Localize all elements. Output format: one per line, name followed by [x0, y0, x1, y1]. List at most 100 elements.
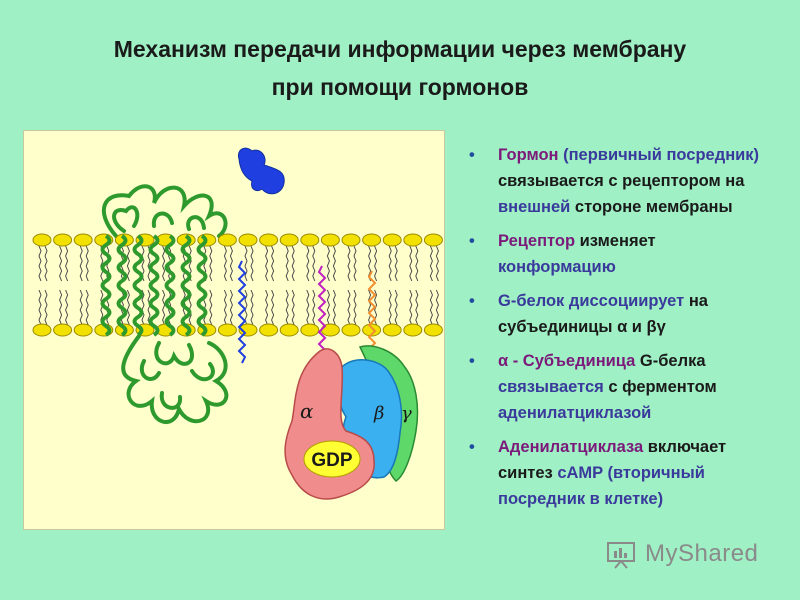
lipid-tail: [333, 290, 335, 325]
lipid-tail: [333, 246, 335, 281]
lipid-tail: [416, 290, 418, 325]
lipid-tail: [230, 246, 232, 281]
lipid-tail: [436, 290, 438, 325]
bullet-text-segment: Гормон: [498, 146, 563, 164]
lipid-head: [218, 234, 236, 246]
lipid-head: [260, 324, 278, 336]
lipid-head: [424, 324, 442, 336]
bullet-text-segment: с ферментом: [604, 378, 717, 396]
lipid-tail: [369, 290, 371, 325]
lipid-tail: [45, 290, 47, 325]
lipid-tail: [395, 246, 397, 281]
lipid-tail: [251, 246, 253, 281]
lipid-tail: [272, 246, 274, 281]
lipid-tail: [348, 246, 350, 281]
lipid-head: [33, 234, 51, 246]
anchor-blue: [239, 261, 245, 363]
lipid-tail: [307, 290, 309, 325]
lipid-head: [301, 234, 319, 246]
lipid-tail: [266, 290, 268, 325]
gamma-label: γ: [401, 403, 412, 424]
lipid-tail: [66, 246, 68, 281]
bullet-text-segment: Рецептор: [498, 232, 575, 250]
lipid-tail: [313, 290, 315, 325]
lipid-head: [239, 234, 257, 246]
lipid-tail: [389, 246, 391, 281]
lipid-head: [404, 324, 422, 336]
lipid-tail: [307, 246, 309, 281]
lipid-tail: [327, 246, 329, 281]
lipid-tail: [327, 290, 329, 325]
lipid-heads: [33, 234, 442, 336]
bullet-text-segment: внешней: [498, 198, 570, 216]
explanation-list: Гормон (первичный посредник) связывается…: [466, 142, 776, 520]
lipid-tail: [224, 290, 226, 325]
lipid-tail: [375, 246, 377, 281]
lipid-tail: [286, 290, 288, 325]
lipid-head: [383, 324, 401, 336]
lipid-tail: [410, 290, 412, 325]
bullet-text-segment: связывается: [498, 378, 604, 396]
lipid-head: [301, 324, 319, 336]
bullet-text-segment: (первичный посредник): [563, 146, 759, 164]
lipid-tail: [354, 290, 356, 325]
watermark: MyShared: [605, 536, 758, 572]
bullet-receptor-conformation: Рецептор изменяет конформацию: [466, 228, 776, 280]
lipid-head: [342, 324, 360, 336]
lipid-tail: [80, 290, 82, 325]
receptor-helix: [183, 236, 190, 335]
bullet-alpha-subunit-binding: α - Субъединица G-белка связывается с фе…: [466, 348, 776, 426]
bullet-g-protein-dissociation: G-белок диссоциирует на субъединицы α и …: [466, 288, 776, 340]
lipid-head: [54, 324, 72, 336]
hormone-molecule: [238, 148, 284, 194]
lipid-head: [424, 234, 442, 246]
lipid-head: [260, 234, 278, 246]
lipid-tail: [272, 290, 274, 325]
bullet-text-segment: стороне мембраны: [570, 198, 732, 216]
lipid-tail: [292, 246, 294, 281]
lipid-tail: [86, 246, 88, 281]
lipid-head: [74, 324, 92, 336]
bullet-hormone-binding: Гормон (первичный посредник) связывается…: [466, 142, 776, 220]
lipid-tail: [127, 290, 129, 325]
lipid-tail: [210, 246, 212, 281]
bullet-text-segment: G-белок диссоциирует: [498, 292, 684, 310]
lipid-tail: [292, 290, 294, 325]
lipid-head: [280, 324, 298, 336]
lipid-tail: [39, 290, 41, 325]
beta-label: β: [373, 403, 384, 424]
lipid-tail: [430, 246, 432, 281]
lipid-tail: [266, 246, 268, 281]
lipid-tail: [313, 246, 315, 281]
watermark-text: MyShared: [645, 540, 758, 568]
lipid-tail: [251, 290, 253, 325]
bullet-text-segment: α - Субъединица: [498, 352, 635, 370]
lipid-tail: [163, 246, 165, 281]
lipid-tail: [86, 290, 88, 325]
membrane-diagram: α β γ GDP: [23, 130, 445, 530]
lipid-head: [321, 234, 339, 246]
lipid-head: [74, 234, 92, 246]
lipid-tail: [245, 290, 247, 325]
slide-title: Механизм передачи информации через мембр…: [0, 30, 800, 106]
lipid-tail: [163, 290, 165, 325]
lipid-tail: [45, 246, 47, 281]
lipid-tail: [60, 290, 62, 325]
membrane-svg: α β γ GDP: [24, 131, 444, 529]
lipid-head: [218, 324, 236, 336]
lipid-tail: [224, 246, 226, 281]
lipid-tail: [210, 290, 212, 325]
receptor-helix: [151, 236, 158, 335]
lipid-tail: [66, 290, 68, 325]
title-line-2: при помощи гормонов: [0, 68, 800, 106]
alpha-label: α: [300, 399, 314, 423]
presentation-board-icon: [605, 539, 639, 569]
receptor-helix: [199, 236, 206, 335]
receptor-helix: [119, 236, 126, 335]
bullet-text-segment: конформацию: [498, 258, 616, 276]
lipid-head: [33, 324, 51, 336]
lipid-tail: [348, 290, 350, 325]
gdp-label: GDP: [311, 450, 353, 471]
lipid-tail: [395, 290, 397, 325]
bullet-text-segment: связывается с рецептором на: [498, 172, 744, 190]
